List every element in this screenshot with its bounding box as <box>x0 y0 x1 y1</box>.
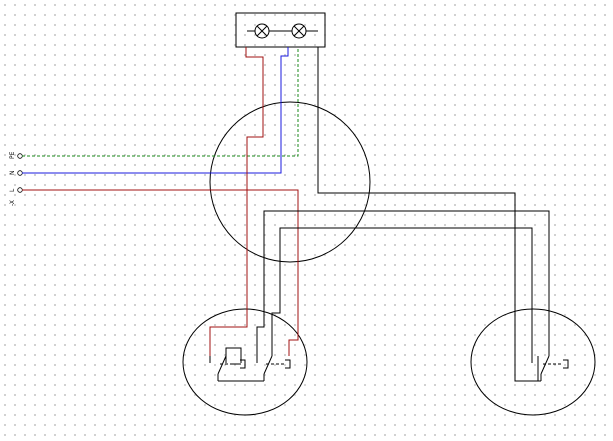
terminal-block: PE N L -X <box>9 151 23 206</box>
switch-contact-icon <box>209 355 246 381</box>
terminal-block-label: -X <box>9 200 16 206</box>
switch-box-left <box>182 308 308 416</box>
terminal-label-pe: PE <box>9 151 16 159</box>
wire-left-switch-internal <box>225 347 242 356</box>
wire-lamp1-feed <box>209 47 264 356</box>
terminal-icon-l <box>17 187 23 193</box>
switch-contact-icon <box>230 356 242 365</box>
switch-contact-icon <box>531 355 569 381</box>
terminal-label-n: N <box>9 171 16 176</box>
wire-traveller-2 <box>271 227 533 356</box>
wire-lamp2-feed <box>317 47 539 382</box>
lamp-fixture-box <box>235 12 326 48</box>
terminal-icon-n <box>17 170 23 176</box>
terminal-label-l: L <box>9 188 16 192</box>
junction-box-main <box>209 101 371 263</box>
wire-line <box>22 189 299 356</box>
wire-traveller-1 <box>256 210 550 356</box>
lamp-icon-1 <box>254 23 270 39</box>
switch-contact-icon <box>256 355 291 381</box>
lamp-icon-2 <box>291 23 307 39</box>
wire-pe <box>22 47 299 157</box>
wire-neutral <box>22 47 289 174</box>
terminal-icon-pe <box>17 153 23 159</box>
switch-box-right <box>470 308 596 416</box>
